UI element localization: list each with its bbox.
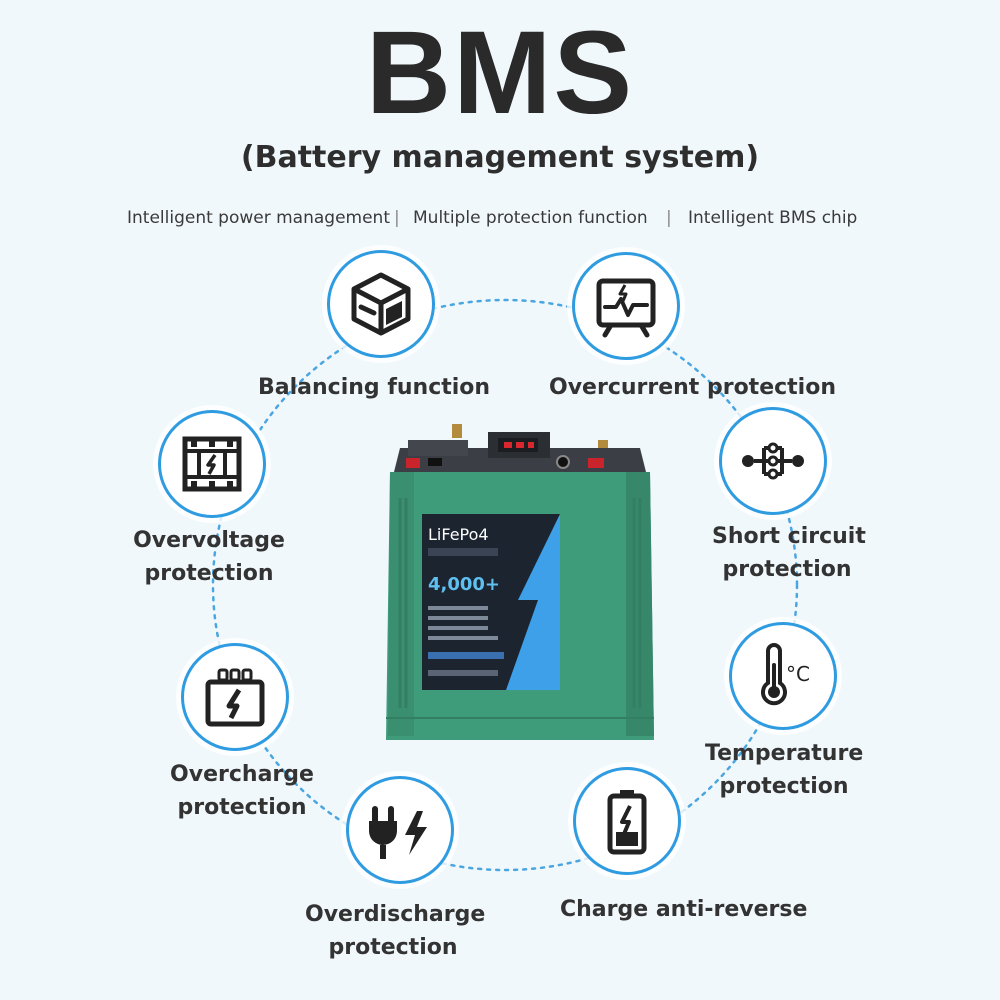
label-line: Overcharge	[170, 762, 314, 787]
battery-cycles-text: 4,000+	[428, 574, 500, 595]
overcurrent-protection-circle	[572, 252, 680, 360]
overcharge-protection-label: Overcharge protection	[168, 758, 316, 824]
label-line: Temperature	[705, 741, 864, 766]
label-line: protection	[328, 935, 458, 960]
short-circuit-protection-circle	[719, 407, 827, 515]
overvoltage-protection-circle	[158, 410, 266, 518]
balancing-function-circle	[327, 250, 435, 358]
label-line: protection	[719, 774, 849, 799]
overdischarge-protection-label: Overdischarge protection	[305, 898, 486, 964]
celsius-unit: °C	[786, 662, 810, 686]
overvoltage-protection-label: Overvoltage protection	[133, 524, 285, 590]
page-title: BMS	[365, 7, 635, 139]
plug-icon	[369, 806, 427, 859]
overdischarge-protection-circle	[346, 776, 454, 884]
lifepo4-battery-image: LiFePo4 4,000+	[386, 424, 654, 740]
label-line: protection	[177, 795, 307, 820]
temperature-protection-label: Temperature protection	[705, 737, 863, 803]
cube-icon	[351, 272, 411, 336]
feature-item: Multiple protection function	[413, 208, 648, 228]
feature-strip: Intelligent power management | Multiple …	[0, 208, 1000, 238]
charger-icon	[205, 668, 265, 727]
feature-item: Intelligent BMS chip	[688, 208, 858, 228]
short-circuit-protection-label: Short circuit protection	[712, 520, 866, 586]
feature-item: Intelligent power management	[127, 208, 391, 228]
voltage-box-icon	[182, 436, 242, 492]
overcurrent-protection-label: Overcurrent protection	[549, 375, 836, 400]
circuit-icon	[742, 442, 804, 480]
label-line: Short circuit	[712, 524, 866, 549]
label-line: Overdischarge	[305, 902, 486, 927]
battery-brand-text: LiFePo4	[428, 525, 489, 544]
feature-separator: |	[666, 208, 672, 228]
label-line: protection	[144, 561, 274, 586]
label-line: protection	[722, 557, 852, 582]
battery-icon	[607, 790, 647, 855]
overcharge-protection-circle	[181, 643, 289, 751]
temperature-protection-circle: °C	[729, 622, 837, 730]
feature-separator: |	[394, 208, 400, 228]
page-subtitle: (Battery management system)	[240, 140, 760, 175]
charge-anti-reverse-label: Charge anti-reverse	[560, 897, 808, 922]
thermometer-icon: °C	[761, 643, 810, 706]
charge-anti-reverse-circle	[573, 767, 681, 875]
balancing-function-label: Balancing function	[258, 375, 491, 400]
label-line: Overvoltage	[133, 528, 285, 553]
waveform-monitor-icon	[596, 278, 656, 338]
